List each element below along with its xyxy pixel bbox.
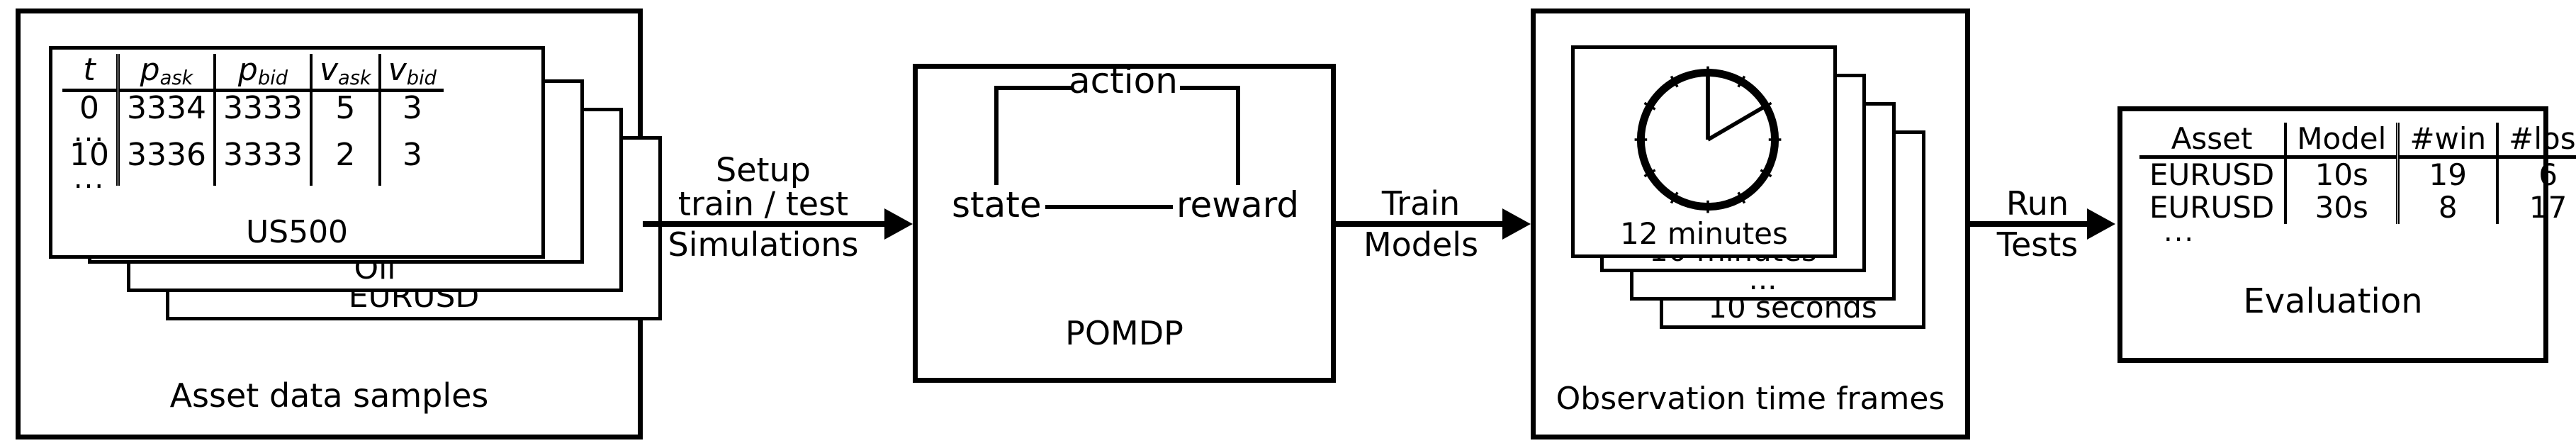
stage-caption-asset-data-samples: Asset data samples [169, 376, 489, 415]
timeframe-card-12-minutes[interactable]: 12 minutes [1571, 45, 1837, 258]
stage-observation-time-frames: 10 seconds ... 10 minutes [1531, 9, 1970, 439]
arrow-shaft [643, 221, 884, 227]
arrow-label-below: Tests [1996, 225, 2079, 264]
arrow-label-line2: train / test [677, 184, 849, 223]
cell-win: 19 [2397, 157, 2499, 191]
table-row: 10 3336 3333 2 3 [62, 139, 444, 172]
cell-p-bid: 3333 [214, 90, 313, 125]
table-row: 0 3334 3333 5 3 [62, 90, 444, 127]
arrow-head-icon [2087, 208, 2115, 240]
ellipsis: ... [62, 164, 120, 193]
cell-lost: 17 [2529, 190, 2567, 225]
cell-v-ask: 5 [310, 90, 381, 125]
pomdp-edge-state-reward [1045, 205, 1173, 209]
cell-t: 0 [62, 90, 120, 125]
stage-caption-observation-time-frames: Observation time frames [1556, 381, 1945, 417]
stage-pomdp: action state reward POMDP [913, 60, 1336, 383]
stage-caption-pomdp: POMDP [1065, 314, 1183, 352]
pomdp-edge-action-right [1180, 86, 1240, 90]
stage-evaluation: Asset Model #win #lost EURUSD 10s 19 6 E… [2117, 106, 2576, 363]
timeframe-card-label: 12 minutes [1620, 216, 1788, 251]
arrow-shaft [1336, 221, 1502, 227]
stage-caption-evaluation: Evaluation [2243, 281, 2423, 321]
cell-p-ask: 3336 [118, 139, 216, 172]
cell-asset: EURUSD [2139, 157, 2288, 191]
arrow-label-below: Simulations [668, 225, 859, 264]
cell-v-bid: 3 [402, 90, 422, 127]
cell-win: 8 [2397, 191, 2499, 224]
pomdp-edge-action-left [994, 86, 1072, 90]
table-ellipsis-row: ... [62, 118, 444, 146]
pomdp-node-state: state [952, 184, 1042, 225]
arrow-label-below: Models [1363, 225, 1479, 264]
cell-p-bid: 3333 [214, 139, 313, 172]
arrow-head-icon [1502, 208, 1531, 240]
stage-asset-data-samples: EURUSD Oil Gold US500 t pask [16, 9, 662, 439]
col-header-lost: #lost [2497, 123, 2576, 159]
cell-asset: EURUSD [2139, 191, 2288, 224]
col-header-win: #win [2397, 123, 2499, 159]
col-header-asset: Asset [2139, 123, 2288, 159]
arrow-head-icon [884, 208, 913, 240]
col-header-p-ask: pask [118, 54, 216, 93]
arrow-label-line1: Setup [716, 150, 811, 189]
table-header-row: t pask pbid vask vbid [62, 54, 444, 93]
arrow-label-above: Train [1381, 184, 1461, 223]
cell-p-ask: 3334 [118, 90, 216, 125]
arrow-label-above: Setup train / test [678, 153, 848, 221]
pomdp-edge-reward-up [1236, 86, 1240, 185]
table-row: EURUSD 30s 8 17 [2139, 191, 2576, 224]
cell-lost: 6 [2538, 157, 2558, 192]
table-row: EURUSD 10s 19 6 [2139, 157, 2576, 192]
pomdp-node-action: action [1069, 60, 1178, 101]
col-header-t: t [62, 54, 120, 93]
col-header-v-bid: vbid [379, 54, 444, 93]
col-header-v-ask: vask [310, 54, 381, 93]
clock-icon [1630, 62, 1786, 218]
arrow-label-above: Run [2006, 184, 2069, 223]
table-ellipsis-row: ... [62, 164, 444, 193]
clock-svg [1634, 66, 1782, 213]
evaluation-table: Asset Model #win #lost EURUSD 10s 19 6 E… [2139, 123, 2576, 248]
asset-data-table: t pask pbid vask vbid [62, 54, 444, 193]
pomdp-node-reward: reward [1176, 184, 1300, 225]
cell-model: 10s [2285, 157, 2400, 191]
cell-v-ask: 2 [310, 139, 381, 172]
cell-v-bid: 3 [402, 137, 422, 174]
asset-card-us500[interactable]: US500 t pask pbid [49, 46, 545, 259]
col-header-p-bid: pbid [214, 54, 313, 93]
pomdp-edge-state-up [994, 86, 999, 185]
cell-model: 30s [2285, 191, 2400, 224]
table-ellipsis-row: ... [2139, 215, 2576, 248]
col-header-model: Model [2285, 123, 2400, 159]
asset-card-label: US500 [245, 214, 349, 250]
table-header-row: Asset Model #win #lost [2139, 123, 2576, 159]
cell-t: 10 [62, 139, 120, 172]
ellipsis: ... [2164, 215, 2195, 248]
arrow-shaft [1970, 221, 2087, 227]
